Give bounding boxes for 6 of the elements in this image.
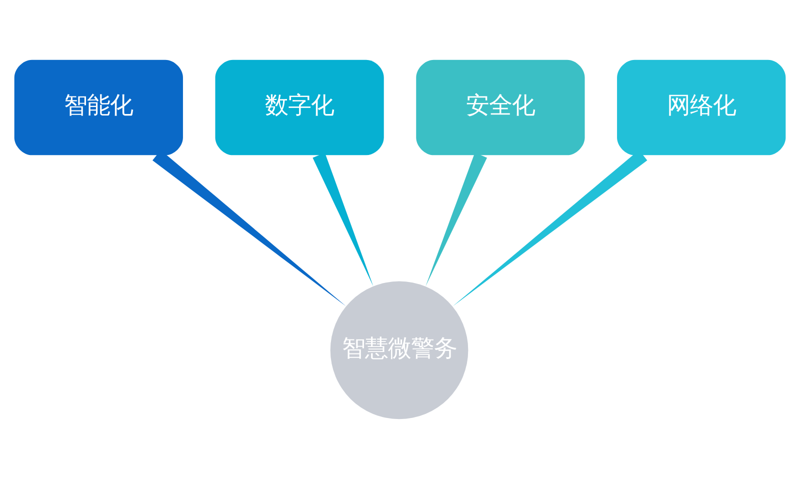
node-box: 安全化	[416, 59, 585, 155]
node-box: 数字化	[215, 59, 384, 155]
connector	[426, 152, 488, 286]
node-box: 网络化	[617, 59, 786, 155]
connector	[312, 152, 374, 286]
node-box: 智能化	[14, 59, 183, 155]
